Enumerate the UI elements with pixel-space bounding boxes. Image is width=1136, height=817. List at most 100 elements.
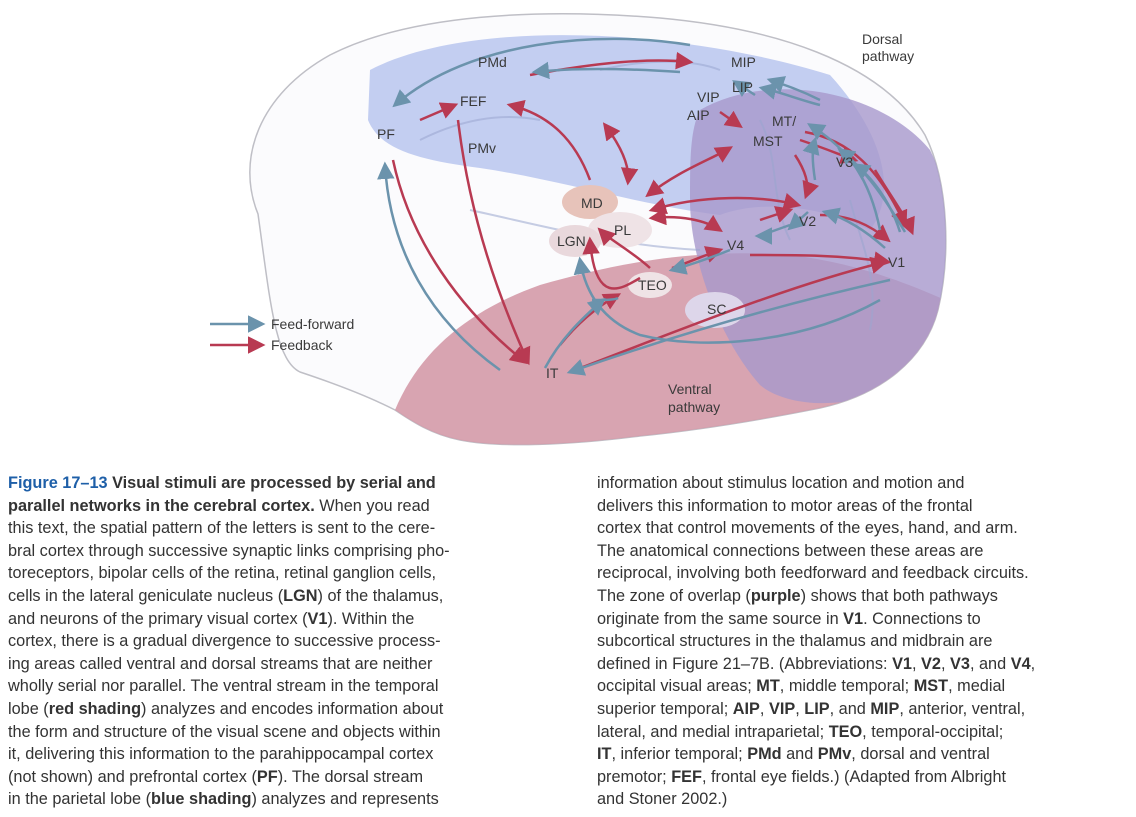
- area-label-lgn: LGN: [557, 233, 586, 249]
- caption-line: superior temporal; AIP, VIP, LIP, and MI…: [597, 698, 1132, 721]
- caption-text: subcortical structures in the thalamus a…: [597, 632, 993, 651]
- caption-line: it, delivering this information to the p…: [8, 743, 560, 766]
- area-label-v1: V1: [888, 254, 905, 270]
- caption-text: red shading: [48, 699, 142, 718]
- caption-text: ) of the thalamus,: [317, 586, 444, 605]
- caption-text: ) analyzes and encodes information about: [141, 699, 444, 718]
- caption-text: Visual stimuli are processed by serial a…: [112, 474, 436, 492]
- caption-text: parallel networks in the cerebral cortex…: [8, 496, 315, 515]
- overlap-shading: [690, 89, 946, 404]
- area-label-pl: PL: [614, 222, 631, 238]
- caption-text: originate from the same source in: [597, 609, 844, 628]
- area-label-v2: V2: [799, 213, 816, 229]
- area-label-v4: V4: [727, 237, 744, 253]
- caption-text: V3: [950, 654, 970, 673]
- caption-text: MIP: [870, 699, 900, 718]
- caption-line: cells in the lateral geniculate nucleus …: [8, 585, 560, 608]
- caption-text: in the parietal lobe (: [8, 790, 152, 809]
- caption-text: premotor;: [597, 767, 672, 786]
- area-label-pf: PF: [377, 126, 395, 142]
- area-label-pmv: PMv: [468, 140, 496, 156]
- area-label-aip: AIP: [687, 107, 710, 123]
- caption-line: bral cortex through successive synaptic …: [8, 540, 560, 563]
- area-label-it: IT: [546, 365, 559, 381]
- caption-text: , middle temporal;: [779, 677, 914, 696]
- caption-line: subcortical structures in the thalamus a…: [597, 630, 1132, 653]
- caption-text: V4: [1010, 654, 1031, 673]
- caption-text: ,: [759, 699, 769, 718]
- caption-text: TEO: [828, 722, 863, 741]
- caption-text: V1: [843, 609, 864, 628]
- caption-text: , temporal-occipital;: [862, 722, 1004, 741]
- caption-line: wholly serial nor parallel. The ventral …: [8, 675, 560, 698]
- caption-text: PMv: [817, 745, 852, 764]
- figure-number: Figure 17–13: [8, 474, 113, 492]
- caption-line: IT, inferior temporal; PMd and PMv, dors…: [597, 743, 1132, 766]
- caption-line: Figure 17–13 Visual stimuli are processe…: [8, 472, 560, 495]
- caption-line: and neurons of the primary visual cortex…: [8, 608, 560, 631]
- caption-text: cortex that control movements of the eye…: [597, 519, 1018, 538]
- caption-text: ) analyzes and represents: [251, 790, 439, 809]
- brain-figure: Feed-forward Feedback PMd FEF PF PMv MIP…: [210, 13, 947, 446]
- feedforward-arrows: [377, 37, 907, 376]
- caption-line: premotor; FEF, frontal eye fields.) (Ada…: [597, 766, 1132, 789]
- figure-caption: Figure 17–13 Visual stimuli are processe…: [8, 472, 1128, 812]
- caption-text: lobe (: [8, 699, 49, 718]
- caption-text: ). Within the: [327, 609, 415, 628]
- caption-line: cortex, there is a gradual divergence to…: [8, 630, 560, 653]
- caption-text: information about stimulus location and …: [597, 474, 965, 492]
- caption-text: VIP: [768, 699, 796, 718]
- legend-feedback-label: Feedback: [271, 337, 333, 353]
- caption-text: ,: [795, 699, 805, 718]
- caption-line: information about stimulus location and …: [597, 472, 1132, 495]
- caption-line: lateral, and medial intraparietal; TEO, …: [597, 721, 1132, 744]
- caption-text: IT: [597, 745, 612, 764]
- area-label-lip: LIP: [732, 79, 753, 95]
- caption-text: purple: [750, 586, 801, 605]
- caption-line: defined in Figure 21–7B. (Abbreviations:…: [597, 653, 1132, 676]
- caption-text: LIP: [804, 699, 830, 718]
- caption-text: and: [781, 745, 818, 764]
- caption-text: AIP: [732, 699, 760, 718]
- caption-text: delivers this information to motor areas…: [597, 496, 973, 515]
- caption-line: in the parietal lobe (blue shading) anal…: [8, 788, 560, 811]
- caption-text: and Stoner 2002.): [597, 790, 728, 809]
- legend-feedforward-label: Feed-forward: [271, 316, 354, 332]
- area-label-teo: TEO: [638, 277, 667, 293]
- caption-text: occipital visual areas;: [597, 677, 757, 696]
- dorsal-pathway-label-line1: Dorsal: [862, 31, 902, 47]
- caption-text: ing areas called ventral and dorsal stre…: [8, 654, 433, 673]
- caption-text: this text, the spatial pattern of the le…: [8, 519, 436, 538]
- caption-text: V1: [307, 609, 328, 628]
- caption-line: lobe (red shading) analyzes and encodes …: [8, 698, 560, 721]
- area-label-md: MD: [581, 195, 603, 211]
- area-label-pmd: PMd: [478, 54, 507, 70]
- caption-line: reciprocal, involving both feedforward a…: [597, 562, 1132, 585]
- caption-text: cortex, there is a gradual divergence to…: [8, 632, 441, 651]
- caption-text: LGN: [283, 586, 318, 605]
- caption-text: reciprocal, involving both feedforward a…: [597, 564, 1029, 583]
- caption-text: and neurons of the primary visual cortex…: [8, 609, 308, 628]
- area-label-v3: V3: [836, 154, 853, 170]
- caption-text: MT: [756, 677, 780, 696]
- area-label-fef: FEF: [460, 93, 486, 109]
- caption-text: blue shading: [151, 790, 252, 809]
- caption-text: defined in Figure 21–7B. (Abbreviations:: [597, 654, 893, 673]
- caption-line: The anatomical connections between these…: [597, 540, 1132, 563]
- caption-text: V1: [892, 654, 912, 673]
- legend: Feed-forward Feedback: [210, 315, 354, 354]
- area-label-mip: MIP: [731, 54, 756, 70]
- caption-text: (not shown) and prefrontal cortex (: [8, 767, 257, 786]
- caption-text: , medial: [948, 677, 1006, 696]
- caption-text: bral cortex through successive synaptic …: [8, 541, 450, 560]
- caption-line: toreceptors, bipolar cells of the retina…: [8, 562, 560, 585]
- caption-line: ing areas called ventral and dorsal stre…: [8, 653, 560, 676]
- caption-column-left: Figure 17–13 Visual stimuli are processe…: [8, 472, 560, 811]
- caption-text: lateral, and medial intraparietal;: [597, 722, 829, 741]
- caption-line: occipital visual areas; MT, middle tempo…: [597, 675, 1132, 698]
- caption-text: , inferior temporal;: [611, 745, 748, 764]
- ventral-pathway-label-line2: pathway: [668, 399, 720, 415]
- area-labels: PMd FEF PF PMv MIP LIP VIP AIP MT/ MST V…: [377, 54, 905, 381]
- caption-text: . Connections to: [863, 609, 981, 628]
- caption-text: ). The dorsal stream: [277, 767, 424, 786]
